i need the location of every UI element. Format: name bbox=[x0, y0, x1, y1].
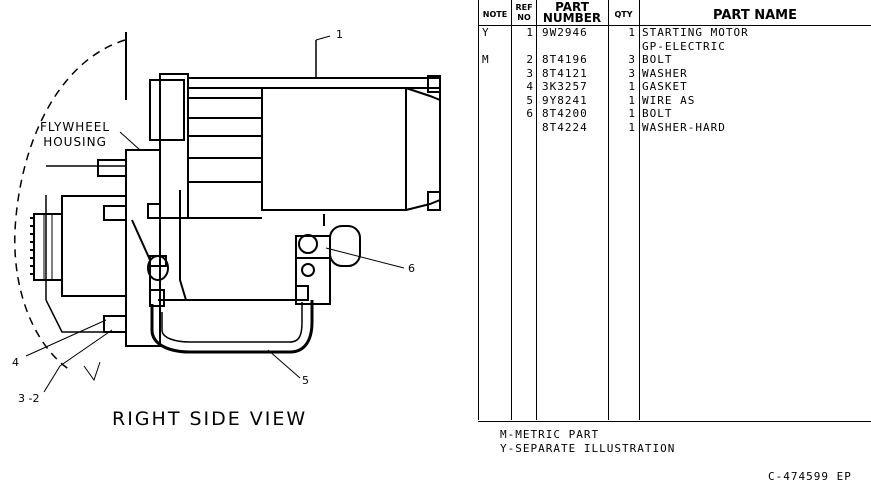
cell-name: WASHER bbox=[642, 66, 688, 80]
header-qty: QTY bbox=[614, 10, 633, 19]
cell-ref: 4 bbox=[526, 80, 534, 93]
header-ref-top: REF bbox=[515, 3, 533, 12]
col-divider-name bbox=[639, 0, 640, 420]
cell-note: M bbox=[482, 53, 490, 66]
footnote-metric: M-METRIC PART bbox=[500, 428, 600, 441]
flywheel-housing-label: FLYWHEEL HOUSING bbox=[40, 120, 110, 150]
callout-5: 5 bbox=[302, 374, 309, 387]
cell-part: 8T4121 bbox=[542, 66, 588, 80]
col-divider-ref bbox=[511, 0, 512, 420]
cell-ref: 5 bbox=[526, 93, 534, 107]
callout-6: 6 bbox=[408, 262, 415, 275]
flywheel-label-line1: FLYWHEEL bbox=[40, 120, 111, 134]
cell-name: WASHER-HARD bbox=[642, 120, 726, 134]
parts-table: NOTE REF NO PART NUMBER QTY PART NAME Y 1… bbox=[478, 0, 871, 487]
col-divider-qty bbox=[608, 0, 609, 420]
drawing-number: C-474599 EP bbox=[768, 470, 852, 483]
starter-motor-line-drawing bbox=[14, 32, 441, 393]
cell-qty: 1 bbox=[628, 93, 636, 107]
cell-qty: 1 bbox=[628, 107, 636, 120]
cell-name: BOLT bbox=[642, 107, 673, 120]
cell-name: GP-ELECTRIC bbox=[642, 39, 726, 53]
cell-part: 8T4200 bbox=[542, 107, 588, 120]
cell-part: 9Y8241 bbox=[542, 93, 588, 107]
cell-name: GASKET bbox=[642, 80, 688, 93]
flywheel-label-line2: HOUSING bbox=[43, 135, 107, 149]
cell-qty: 1 bbox=[628, 26, 636, 39]
cell-part: 3K3257 bbox=[542, 80, 588, 93]
footnote-separate: Y-SEPARATE ILLUSTRATION bbox=[500, 442, 676, 455]
header-part-top: PART bbox=[555, 0, 589, 14]
cell-ref: 2 bbox=[526, 53, 534, 66]
starter-illustration: FLYWHEEL HOUSING 1 6 5 4 3 -2 RIGHT SIDE… bbox=[12, 28, 441, 430]
callout-4: 4 bbox=[12, 356, 19, 369]
header-ref-bottom: NO bbox=[517, 13, 531, 22]
view-title: RIGHT SIDE VIEW bbox=[112, 408, 308, 430]
cell-qty: 1 bbox=[628, 120, 636, 134]
cell-qty: 3 bbox=[628, 53, 636, 66]
cell-name: WIRE AS bbox=[642, 93, 696, 107]
cell-ref: 3 bbox=[526, 66, 534, 80]
table-bottom-line bbox=[478, 421, 871, 422]
header-part-name: PART NAME bbox=[713, 8, 797, 23]
cell-qty: 1 bbox=[628, 80, 636, 93]
table-border-left bbox=[478, 0, 479, 420]
cell-ref: 6 bbox=[526, 107, 534, 120]
cell-part: 8T4224 bbox=[542, 120, 588, 134]
cell-part: 8T4196 bbox=[542, 53, 588, 66]
cell-ref: 1 bbox=[526, 26, 534, 39]
cell-name: BOLT bbox=[642, 53, 673, 66]
col-divider-part bbox=[536, 0, 537, 420]
cell-qty: 3 bbox=[628, 66, 636, 80]
callout-3-2: 3 -2 bbox=[18, 392, 40, 405]
cell-name: STARTING MOTOR bbox=[642, 26, 749, 39]
header-part-bottom: NUMBER bbox=[542, 11, 602, 25]
cell-note: Y bbox=[482, 26, 490, 39]
callout-1: 1 bbox=[336, 28, 343, 41]
cell-part: 9W2946 bbox=[542, 26, 588, 39]
header-underline bbox=[478, 25, 871, 26]
header-note: NOTE bbox=[482, 10, 508, 19]
